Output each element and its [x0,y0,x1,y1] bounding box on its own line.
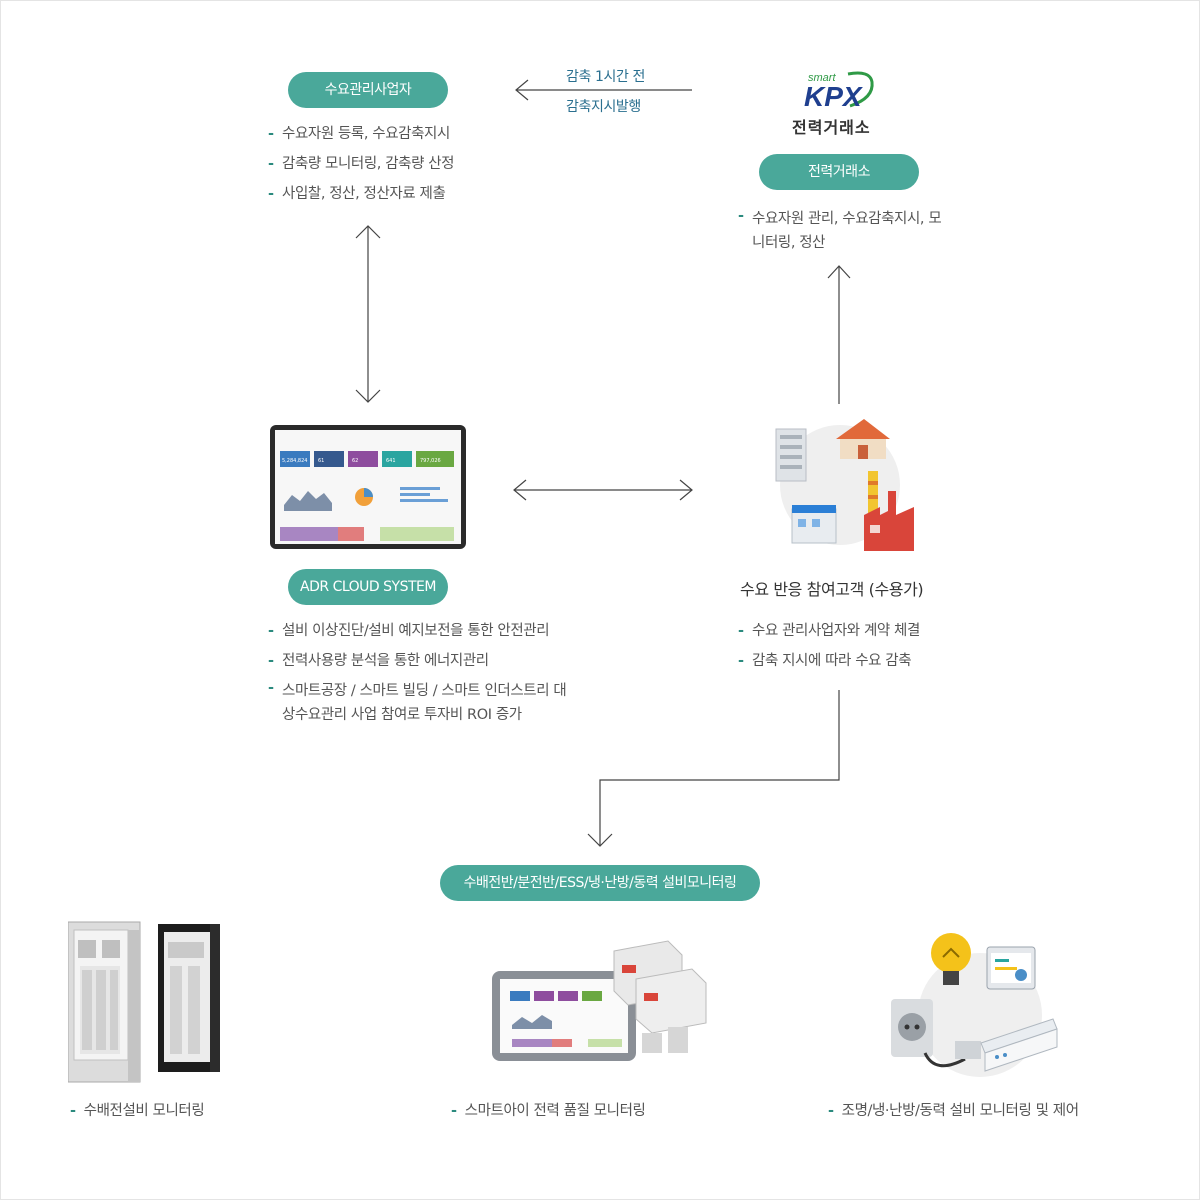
list-item: 스마트공장 / 스마트 빌딩 / 스마트 인더스트리 대상수요관리 사업 참여로… [268,676,578,730]
arrow-label-directive: 감축지시발행 [566,99,641,115]
list-item: 설비 이상진단/설비 예지보전을 통한 안전관리 [268,616,578,646]
list-item: 전력사용량 분석을 통한 에너지관리 [268,646,578,676]
list-item: 사입찰, 정산, 정산자료 제출 [268,179,454,209]
arrow-label-time: 감축 1시간 전 [566,69,646,85]
lighting-hvac-illustration [885,925,1065,1085]
kpx-brand-text: KPX [804,81,864,112]
svg-text:61: 61 [318,458,324,464]
adr-system-label: ADR CLOUD SYSTEM [288,569,448,605]
adr-dashboard-tablet: 5,284,824 61 62 641 797,026 [270,425,466,549]
caption-lighting-hvac: 조명/냉·난방/동력 설비 모니터링 및 제어 [828,1099,1079,1120]
switchgear-cabinet-image [67,920,223,1085]
svg-text:797,026: 797,026 [420,458,441,464]
customer-buildings-illustration [770,415,920,555]
caption-switchgear: 수배전설비 모니터링 [70,1099,205,1120]
smart-eye-device-image [492,935,712,1065]
list-item: 감축량 모니터링, 감축량 산정 [268,149,455,179]
svg-text:641: 641 [386,458,396,464]
customer-list: 수요 관리사업자와 계약 체결 감축 지시에 따라 수요 감축 [738,616,920,676]
demand-operator-list: 수요자원 등록, 수요감축지시 감축량 모니터링, 감축량 산정 사입찰, 정산… [268,119,455,209]
svg-text:62: 62 [352,458,358,464]
kpx-smart-text: smart [808,72,836,84]
power-exchange-list: 수요자원 관리, 수요감축지시, 모니터링, 정산 [738,204,948,258]
list-item: 수요자원 관리, 수요감축지시, 모니터링, 정산 [738,204,948,258]
demand-operator-label: 수요관리사업자 [288,72,448,108]
list-item: 감축 지시에 따라 수요 감축 [738,646,920,676]
list-item: 수요자원 등록, 수요감축지시 [268,119,454,149]
power-exchange-label: 전력거래소 [759,154,919,190]
caption-smart-eye: 스마트아이 전력 품질 모니터링 [451,1099,646,1120]
adr-system-list: 설비 이상진단/설비 예지보전을 통한 안전관리 전력사용량 분석을 통한 에너… [268,616,578,730]
customer-monitoring-arrow [599,690,840,846]
customer-title: 수요 반응 참여고객 (수용가) [740,580,924,599]
list-item: 수요 관리사업자와 계약 체결 [738,616,920,646]
monitoring-label: 수배전반/분전반/ESS/냉·난방/동력 설비모니터링 [440,865,760,901]
kpx-name: 전력거래소 [792,118,871,137]
kpx-logo: smart KPX 전력거래소 [790,68,890,138]
svg-text:5,284,824: 5,284,824 [282,458,307,464]
